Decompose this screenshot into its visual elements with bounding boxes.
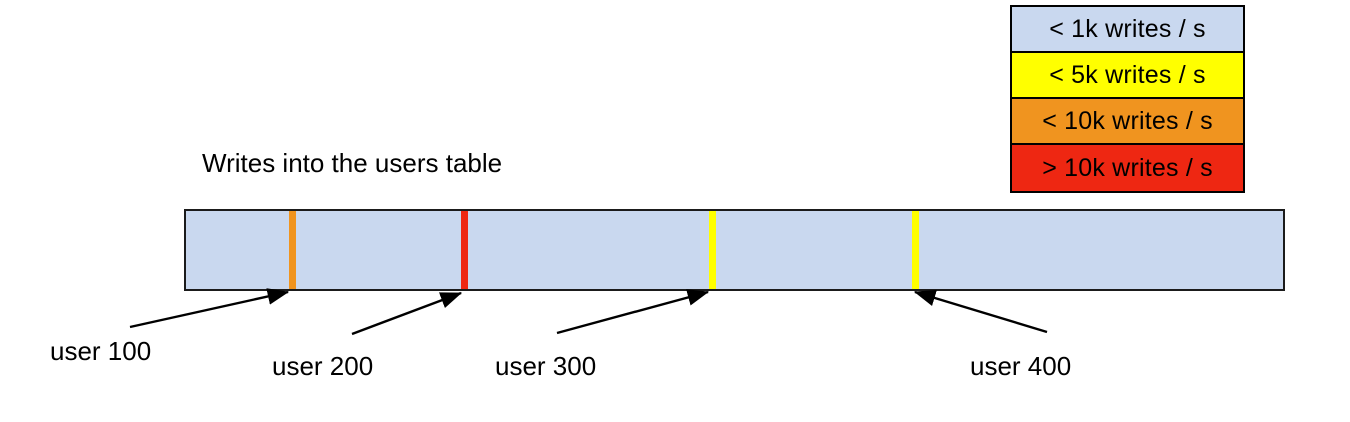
user-200-stripe xyxy=(461,211,468,289)
annotation-label-user-200: user 200 xyxy=(272,351,374,381)
writes-legend: < 1k writes / s < 5k writes / s < 10k wr… xyxy=(1010,5,1245,193)
legend-item-label: < 10k writes / s xyxy=(1042,106,1213,135)
user-100-stripe xyxy=(289,211,296,289)
annotation-label-user-400: user 400 xyxy=(970,351,1072,381)
user-300-stripe xyxy=(709,211,716,289)
legend-item-label: < 1k writes / s xyxy=(1049,14,1206,43)
legend-item-label: > 10k writes / s xyxy=(1042,153,1213,182)
legend-item-under-5k: < 5k writes / s xyxy=(1012,53,1243,99)
legend-item-over-10k: > 10k writes / s xyxy=(1012,145,1243,191)
users-table-bar xyxy=(184,209,1285,291)
arrow-user-100 xyxy=(129,288,290,329)
legend-item-under-1k: < 1k writes / s xyxy=(1012,7,1243,53)
user-400-stripe xyxy=(912,211,919,289)
chart-title: Writes into the users table xyxy=(202,148,503,178)
arrow-user-400 xyxy=(913,289,1048,334)
legend-item-under-10k: < 10k writes / s xyxy=(1012,99,1243,145)
annotation-label-user-100: user 100 xyxy=(50,336,152,366)
arrow-user-200 xyxy=(351,291,463,336)
annotation-label-user-300: user 300 xyxy=(495,351,597,381)
arrow-user-300 xyxy=(556,289,710,335)
legend-item-label: < 5k writes / s xyxy=(1049,60,1206,89)
